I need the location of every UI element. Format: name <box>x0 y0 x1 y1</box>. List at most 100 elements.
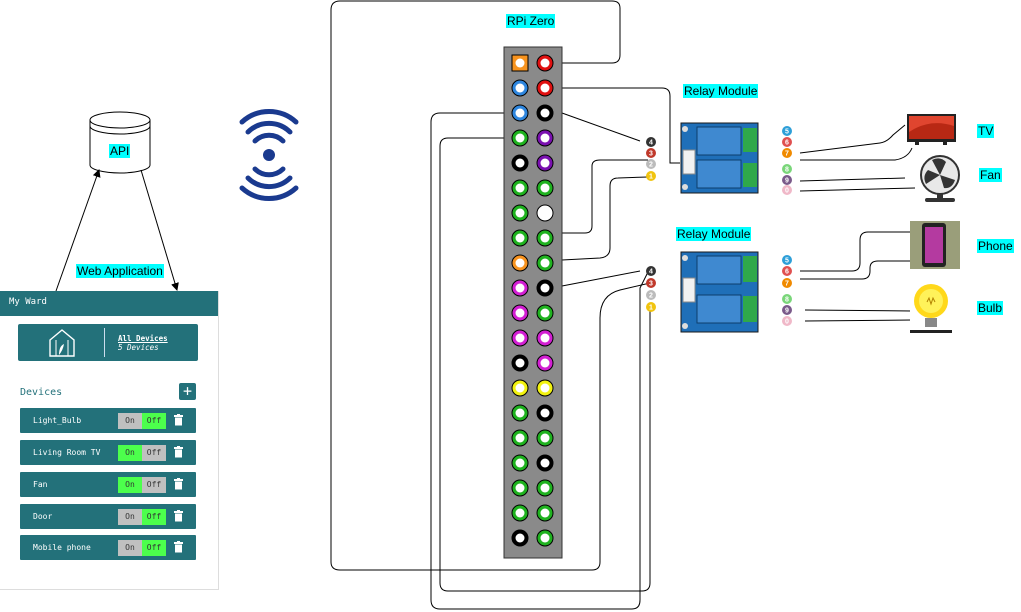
gpio-pin-hole <box>515 508 525 518</box>
off-toggle[interactable]: Off <box>142 540 166 556</box>
rpi-label: RPi Zero <box>506 14 556 28</box>
on-toggle[interactable]: On <box>118 445 142 461</box>
relay-module-2 <box>680 251 759 333</box>
gpio-pin-hole <box>540 208 550 218</box>
all-devices-card[interactable]: All Devices 5 Devices <box>18 324 198 361</box>
gpio-pin-hole <box>540 283 550 293</box>
fan-label: Fan <box>979 168 1002 182</box>
device-name: Light_Bulb <box>33 416 82 425</box>
trash-icon[interactable] <box>174 510 183 522</box>
relay-pin-marker <box>646 266 656 276</box>
trash-icon[interactable] <box>174 446 183 458</box>
gpio-pin-hole <box>540 158 550 168</box>
bulb-icon <box>910 281 952 333</box>
gpio-pin-hole <box>515 258 525 268</box>
relay-pin-marker <box>782 175 792 185</box>
gpio-pin-hole <box>515 83 525 93</box>
api-label: API <box>109 144 131 158</box>
gpio-pin-hole <box>515 458 525 468</box>
all-devices-link[interactable]: All Devices <box>118 334 168 343</box>
wires <box>330 0 916 610</box>
web-application-label: Web Application <box>76 264 164 278</box>
relay-module-1-label: Relay Module <box>683 84 759 98</box>
on-toggle[interactable]: On <box>118 540 142 556</box>
relay-module-2-label: Relay Module <box>676 227 752 241</box>
gpio-pin-hole <box>515 433 525 443</box>
gpio-pin-hole <box>540 508 550 518</box>
gpio-pin-hole <box>515 158 525 168</box>
add-device-button[interactable]: + <box>179 383 196 400</box>
gpio-pins <box>511 54 554 547</box>
gpio-pin-hole <box>515 408 525 418</box>
off-toggle[interactable]: Off <box>142 413 166 429</box>
gpio-pin-hole <box>540 308 550 318</box>
gpio-pin-hole <box>515 333 525 343</box>
greenhouse-icon <box>49 329 75 357</box>
relay-pin-marker <box>646 302 656 312</box>
gpio-pin-hole <box>515 533 525 543</box>
gpio-header <box>503 46 563 559</box>
relay-module-1 <box>680 122 759 194</box>
relay-pin-number: 3 <box>649 281 653 288</box>
relay-pin-number: 1 <box>649 305 653 312</box>
gpio-pin-hole <box>515 383 525 393</box>
relay-pin-marker <box>782 255 792 265</box>
device-name: Door <box>33 512 53 521</box>
device-row-living-room-tv: Living Room TV On Off <box>20 440 196 465</box>
device-name: Living Room TV <box>33 448 101 457</box>
gpio-pin-hole <box>540 133 550 143</box>
relay-pin-marker <box>646 137 656 147</box>
device-row-fan: Fan On Off <box>20 472 196 497</box>
bulb-label: Bulb <box>977 301 1004 315</box>
relay-pin-marker <box>782 305 792 315</box>
relay-pin-number: 0 <box>785 319 789 326</box>
relay-pin-marker <box>646 148 656 158</box>
on-toggle[interactable]: On <box>118 477 142 493</box>
relay-pin-marker <box>646 171 656 181</box>
relay-pin-number: 9 <box>785 308 789 315</box>
gpio-pin-hole <box>540 483 550 493</box>
gpio-pin-hole <box>515 133 525 143</box>
off-toggle[interactable]: Off <box>142 445 166 461</box>
api-database-icon <box>89 111 151 174</box>
gpio-pin-hole <box>540 258 550 268</box>
devices-heading: Devices <box>20 387 63 398</box>
api-to-webapp-arrow <box>140 169 179 291</box>
relay-pin-number: 7 <box>785 151 789 158</box>
gpio-pin-hole <box>515 283 525 293</box>
gpio-pin-hole <box>540 458 550 468</box>
gpio-pin-hole <box>540 108 550 118</box>
trash-icon[interactable] <box>174 414 183 426</box>
on-toggle[interactable]: On <box>118 413 142 429</box>
card-divider <box>104 328 105 357</box>
gpio-pin-hole <box>540 383 550 393</box>
relay-pin-number: 7 <box>785 281 789 288</box>
relay-pin-number: 0 <box>785 188 789 195</box>
relay-pin-number: 9 <box>785 178 789 185</box>
on-toggle[interactable]: On <box>118 509 142 525</box>
relay-pin-marker <box>782 266 792 276</box>
trash-icon[interactable] <box>174 478 183 490</box>
tv-label: TV <box>977 124 995 138</box>
off-toggle[interactable]: Off <box>142 509 166 525</box>
gpio-pin-hole <box>515 483 525 493</box>
gpio-pin-hole <box>540 183 550 193</box>
trash-icon[interactable] <box>174 541 183 553</box>
relay-pin-marker <box>646 278 656 288</box>
relay-pin-number: 8 <box>785 297 789 304</box>
fan-icon <box>920 155 960 202</box>
device-name: Fan <box>33 480 48 489</box>
gpio-pin-hole <box>515 358 525 368</box>
device-name: Mobile phone <box>33 543 91 552</box>
gpio-pin-hole <box>540 233 550 243</box>
gpio-pin-hole <box>540 333 550 343</box>
relay-pin-number: 4 <box>649 269 653 276</box>
relay-pin-number: 2 <box>649 293 653 300</box>
off-toggle[interactable]: Off <box>142 477 166 493</box>
gpio-pin-hole <box>540 408 550 418</box>
relay-pin-marker <box>782 278 792 288</box>
tv-icon <box>907 114 956 145</box>
relay-pin-marker <box>782 316 792 326</box>
